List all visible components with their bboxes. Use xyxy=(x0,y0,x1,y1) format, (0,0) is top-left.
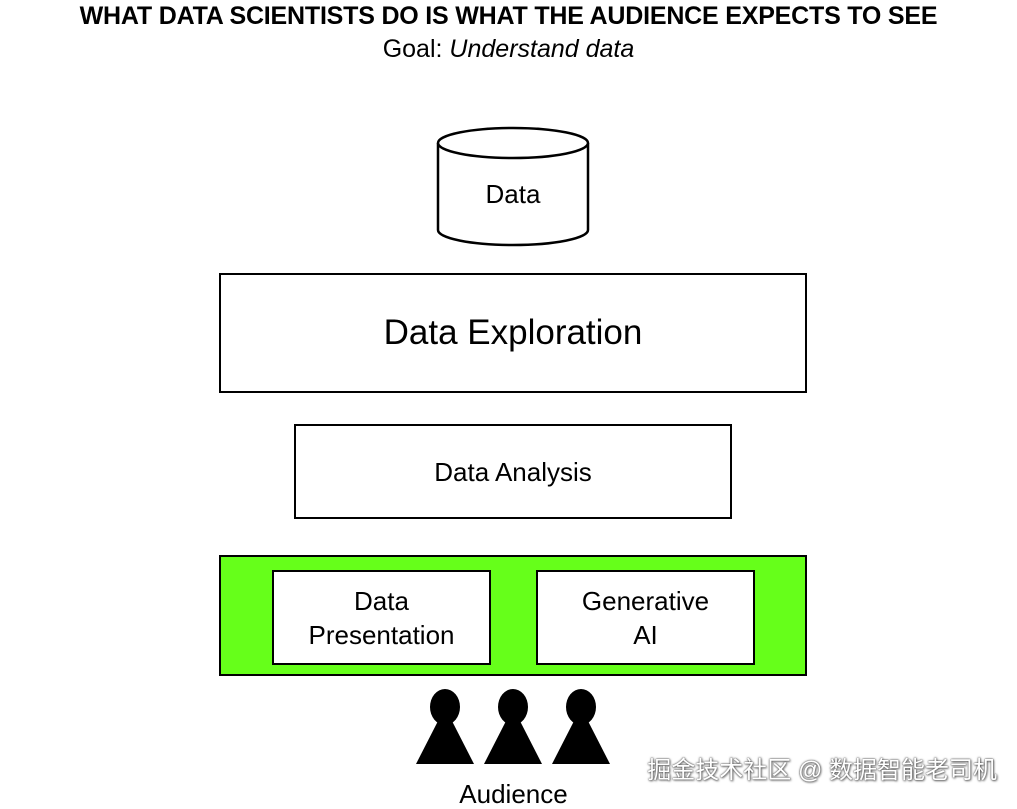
generative-ai-box: Generative AI xyxy=(536,570,755,665)
diagram-subtitle: Goal: Understand data xyxy=(0,33,1017,65)
data-analysis-label: Data Analysis xyxy=(434,456,592,487)
output-layer: Data Presentation Generative AI xyxy=(219,555,807,676)
audience-group xyxy=(416,688,612,764)
data-store: Data xyxy=(436,126,590,248)
data-store-label: Data xyxy=(485,179,541,209)
data-exploration-label: Data Exploration xyxy=(383,313,643,352)
generative-ai-line1: Generative xyxy=(581,585,710,616)
goal-label: Goal: xyxy=(382,35,443,63)
generative-ai-line2: AI xyxy=(633,619,658,650)
database-cylinder-icon xyxy=(436,126,590,247)
person-icon xyxy=(484,689,542,764)
person-icon xyxy=(552,689,610,764)
data-presentation-box: Data Presentation xyxy=(272,570,491,665)
data-exploration-box: Data Exploration xyxy=(219,273,807,393)
data-presentation-line2: Presentation xyxy=(308,619,455,650)
audience-label: Audience xyxy=(459,779,568,809)
watermark: 掘金技术社区 @ 数据智能老司机 xyxy=(647,757,997,784)
person-icon xyxy=(416,689,474,764)
goal-value: Understand data xyxy=(449,35,635,63)
data-presentation-line1: Data xyxy=(354,585,409,616)
diagram-title: WHAT DATA SCIENTISTS DO IS WHAT THE AUDI… xyxy=(79,2,938,30)
data-analysis-box: Data Analysis xyxy=(294,424,732,519)
